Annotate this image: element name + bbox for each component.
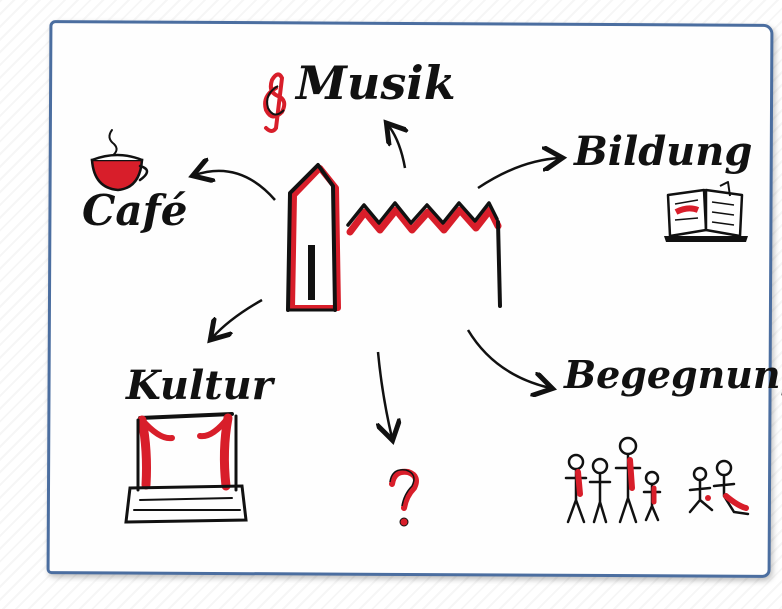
church-icon [286,163,502,312]
question-mark-icon [389,468,419,527]
label-bildung: Bildung [574,128,753,175]
people-group-icon [564,436,750,524]
theater-stage-icon [124,412,248,524]
arrow-to-musik [388,125,405,169]
arrow-to-cafe [195,171,276,201]
label-kultur: Kultur [126,362,273,409]
label-musik: Musik [296,56,456,110]
arrow-to-kultur [212,298,263,338]
coffee-cup-icon [90,129,149,192]
arrow-to-begegnung [466,329,550,388]
label-begegnung: Begegnung [564,352,782,397]
label-cafe: Café [82,186,188,235]
treble-clef-icon [263,72,287,133]
arrow-to-bildung [477,158,560,190]
arrow-to-unknown [378,351,392,438]
open-book-icon [664,181,748,242]
